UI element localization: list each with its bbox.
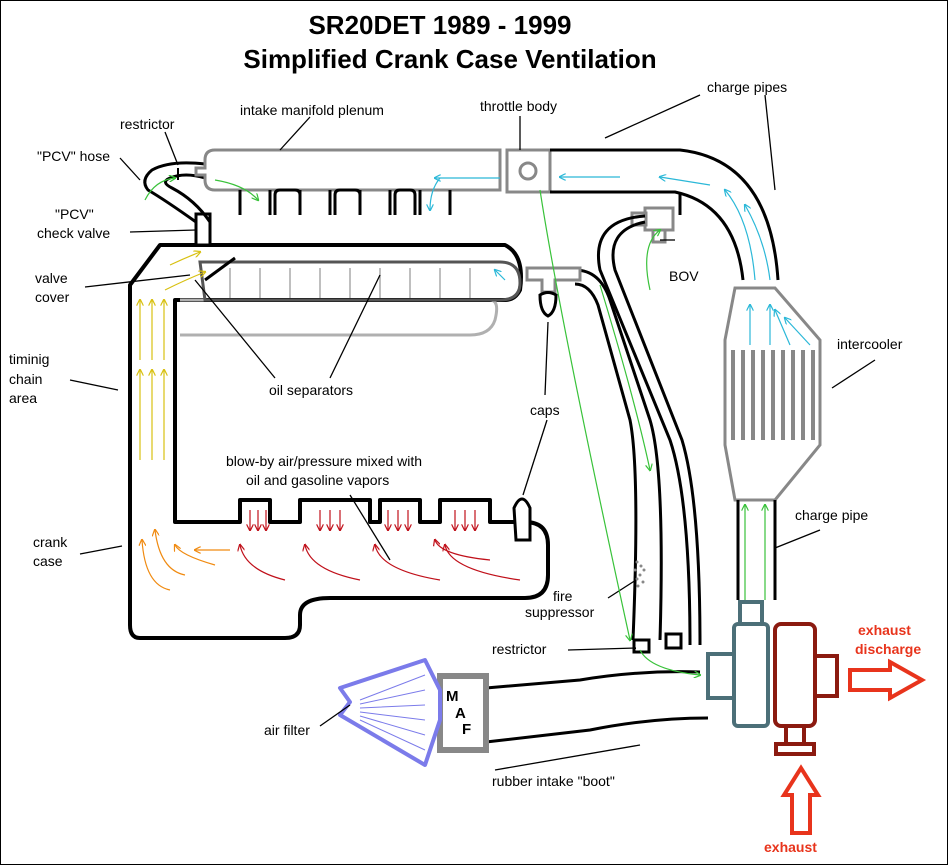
- label-blowby-2: oil and gasoline vapors: [246, 472, 390, 488]
- flow-arrows-green: [144, 178, 765, 675]
- air-filter: [338, 658, 442, 767]
- label-valve-cover-2: cover: [35, 289, 70, 305]
- label-oil-separators: oil separators: [269, 382, 354, 398]
- crankcase-hose-inner: [574, 282, 638, 641]
- label-fire-suppressor-1: fire: [553, 588, 573, 604]
- bov: [643, 206, 675, 232]
- intake-runner-caps: [273, 188, 417, 215]
- label-charge-pipe: charge pipe: [795, 507, 869, 523]
- label-intake-manifold-plenum: intake manifold plenum: [240, 102, 384, 118]
- label-rubber-intake-boot: rubber intake "boot": [492, 773, 615, 789]
- label-maf-a: A: [455, 705, 466, 722]
- pcv-hose: [143, 161, 212, 224]
- valve-cover-baffle: [180, 298, 499, 337]
- label-pcv-check-valve-1: "PCV": [55, 206, 94, 222]
- oil-separator-ribs: [229, 268, 471, 298]
- turbo-compressor-inlet: [706, 652, 736, 700]
- bov-return-hose: [597, 214, 702, 646]
- exhaust-discharge-arrow: [848, 658, 927, 702]
- cap-lower: [512, 497, 532, 542]
- intake-manifold-plenum: [194, 148, 502, 192]
- intake-runners: [238, 190, 452, 215]
- label-air-filter: air filter: [264, 722, 310, 738]
- breather-t-fitting: [525, 266, 582, 294]
- label-maf-m: M: [446, 688, 459, 705]
- leader-lines: [69, 94, 876, 771]
- label-maf-f: F: [462, 721, 472, 738]
- title-line-2: Simplified Crank Case Ventilation: [243, 44, 657, 74]
- label-valve-cover-1: valve: [35, 270, 68, 286]
- exhaust-inlet-arrow: [780, 764, 822, 835]
- charge-pipe-lower: [736, 500, 777, 600]
- title-line-1: SR20DET 1989 - 1999: [308, 10, 572, 40]
- flow-arrows-orange: [142, 530, 230, 591]
- label-pcv-check-valve-2: check valve: [37, 225, 111, 241]
- rubber-intake-boot: [485, 670, 709, 744]
- label-crank-case-1: crank: [33, 534, 68, 550]
- flow-arrows-yellow: [140, 252, 205, 460]
- label-restrictor-top: restrictor: [120, 116, 175, 132]
- label-crank-case-2: case: [33, 553, 63, 569]
- label-exhaust-discharge-2: discharge: [855, 641, 922, 657]
- label-fire-suppressor-2: suppressor: [525, 604, 595, 620]
- label-exhaust: exhaust: [764, 839, 817, 855]
- label-intercooler: intercooler: [837, 336, 903, 352]
- turbo-turbine-housing: [773, 622, 817, 728]
- oil-separator-housing: [198, 260, 522, 302]
- separator-diagonal: [204, 256, 236, 282]
- crankcase-hose-outer: [574, 268, 663, 641]
- fire-suppressor: [633, 560, 646, 588]
- label-exhaust-discharge-1: exhaust: [858, 622, 911, 638]
- label-timing-chain-1: timinig: [9, 351, 50, 367]
- throttle-plate: [518, 161, 538, 181]
- label-caps: caps: [530, 402, 560, 418]
- flow-arrows-red: [240, 510, 521, 581]
- restrictor-fitting: [632, 638, 651, 654]
- turbo-turbine-flange: [774, 742, 816, 756]
- label-blowby-1: blow-by air/pressure mixed with: [226, 453, 423, 469]
- label-throttle-body: throttle body: [480, 98, 558, 114]
- air-filter-pleats: [359, 674, 426, 751]
- label-bov: BOV: [669, 268, 699, 284]
- label-restrictor-bottom: restrictor: [492, 641, 547, 657]
- label-pcv-hose: "PCV" hose: [37, 148, 110, 164]
- turbo-compressor-outlet: [738, 600, 764, 626]
- intercooler-core: [731, 350, 815, 440]
- cap-upper: [538, 291, 558, 318]
- label-timing-chain-2: chain: [9, 371, 43, 387]
- turbo-turbine-outlet: [813, 654, 839, 698]
- turbo-compressor-housing: [732, 622, 770, 728]
- engine-block-outline: [128, 243, 550, 640]
- label-timing-chain-3: area: [9, 390, 38, 406]
- label-charge-pipes: charge pipes: [707, 79, 788, 95]
- throttle-body: [505, 148, 552, 194]
- flow-arrows-cyan: [430, 177, 811, 346]
- restrictor-fitting-2: [664, 632, 683, 650]
